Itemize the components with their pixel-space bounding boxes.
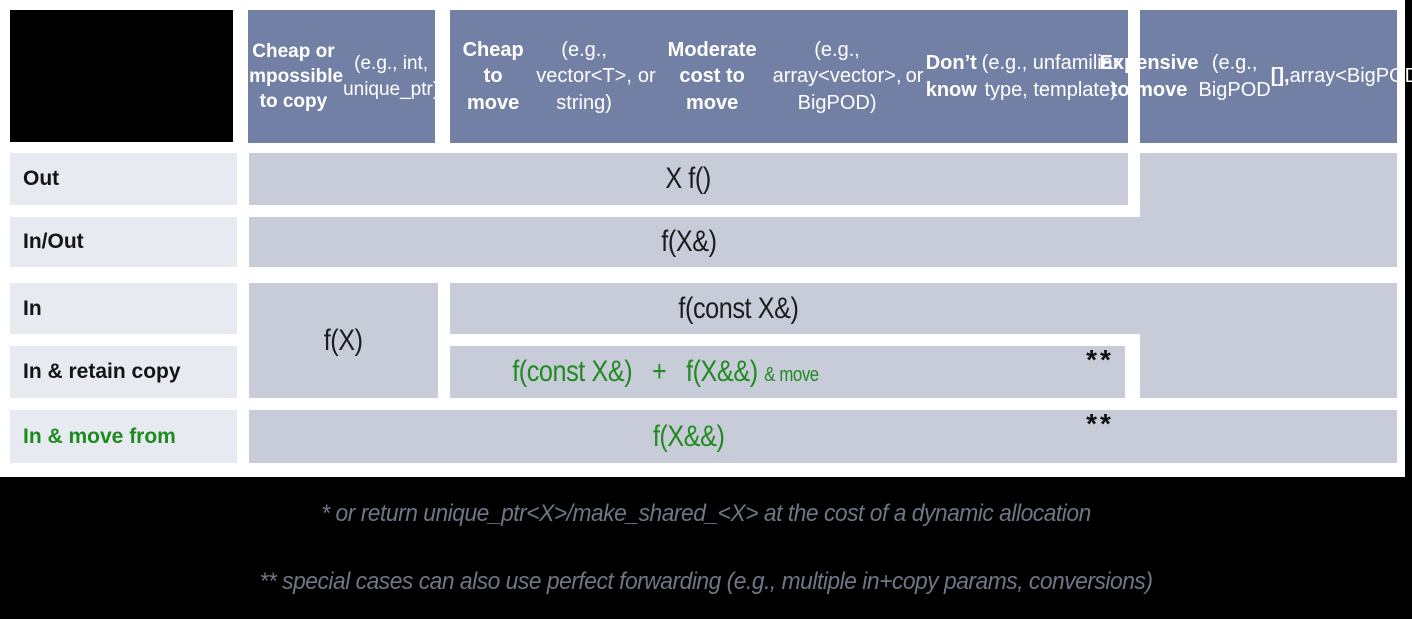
footnote-single-asterisk: * or return unique_ptr<X>/make_shared_<X…	[321, 500, 1091, 527]
code-inout-ref-param: f(X&)	[660, 225, 717, 258]
row-label-in-out: In/Out	[10, 217, 237, 267]
cell-out-region	[249, 153, 1128, 205]
code-in-const-ref: f(const X&)	[677, 291, 799, 325]
code-out-return-by-value: X f()	[665, 162, 712, 195]
move-from-footnote-marker: **	[1086, 408, 1114, 439]
column-header-cheap-or-moderate-move: Cheap to move (e.g., vector<T>, string)o…	[450, 10, 1128, 143]
column-header-expensive-to-move: Expensive to move(e.g., BigPOD[],array<B…	[1100, 10, 1412, 143]
row-label-out: Out	[10, 153, 237, 205]
column-header-cheap-or-impossible-to-copy: Cheap or impossible to copy (e.g., int, …	[244, 10, 439, 143]
cell-retain-copy-region	[450, 346, 1125, 398]
row-label-in-retain-copy: In & retain copy	[10, 346, 237, 398]
code-in-by-value: f(X)	[324, 323, 363, 357]
code-retain-copy-overloads: f(const X&) + f(X&&) & move	[511, 355, 819, 388]
row-label-in-move-from: In & move from	[10, 410, 237, 463]
cell-in-expensive-merged-region	[1140, 283, 1397, 398]
row-label-in: In	[10, 283, 237, 334]
cell-inout-region	[249, 217, 1397, 267]
retain-copy-footnote-marker: **	[1086, 344, 1114, 375]
cell-in-by-value-region	[249, 283, 438, 398]
corner-black-box	[10, 10, 233, 142]
code-move-from-rvalue-ref: f(X&&)	[652, 419, 725, 453]
footnote-double-asterisk: ** special cases can also use perfect fo…	[259, 568, 1153, 595]
cell-move-from-region	[249, 410, 1397, 463]
